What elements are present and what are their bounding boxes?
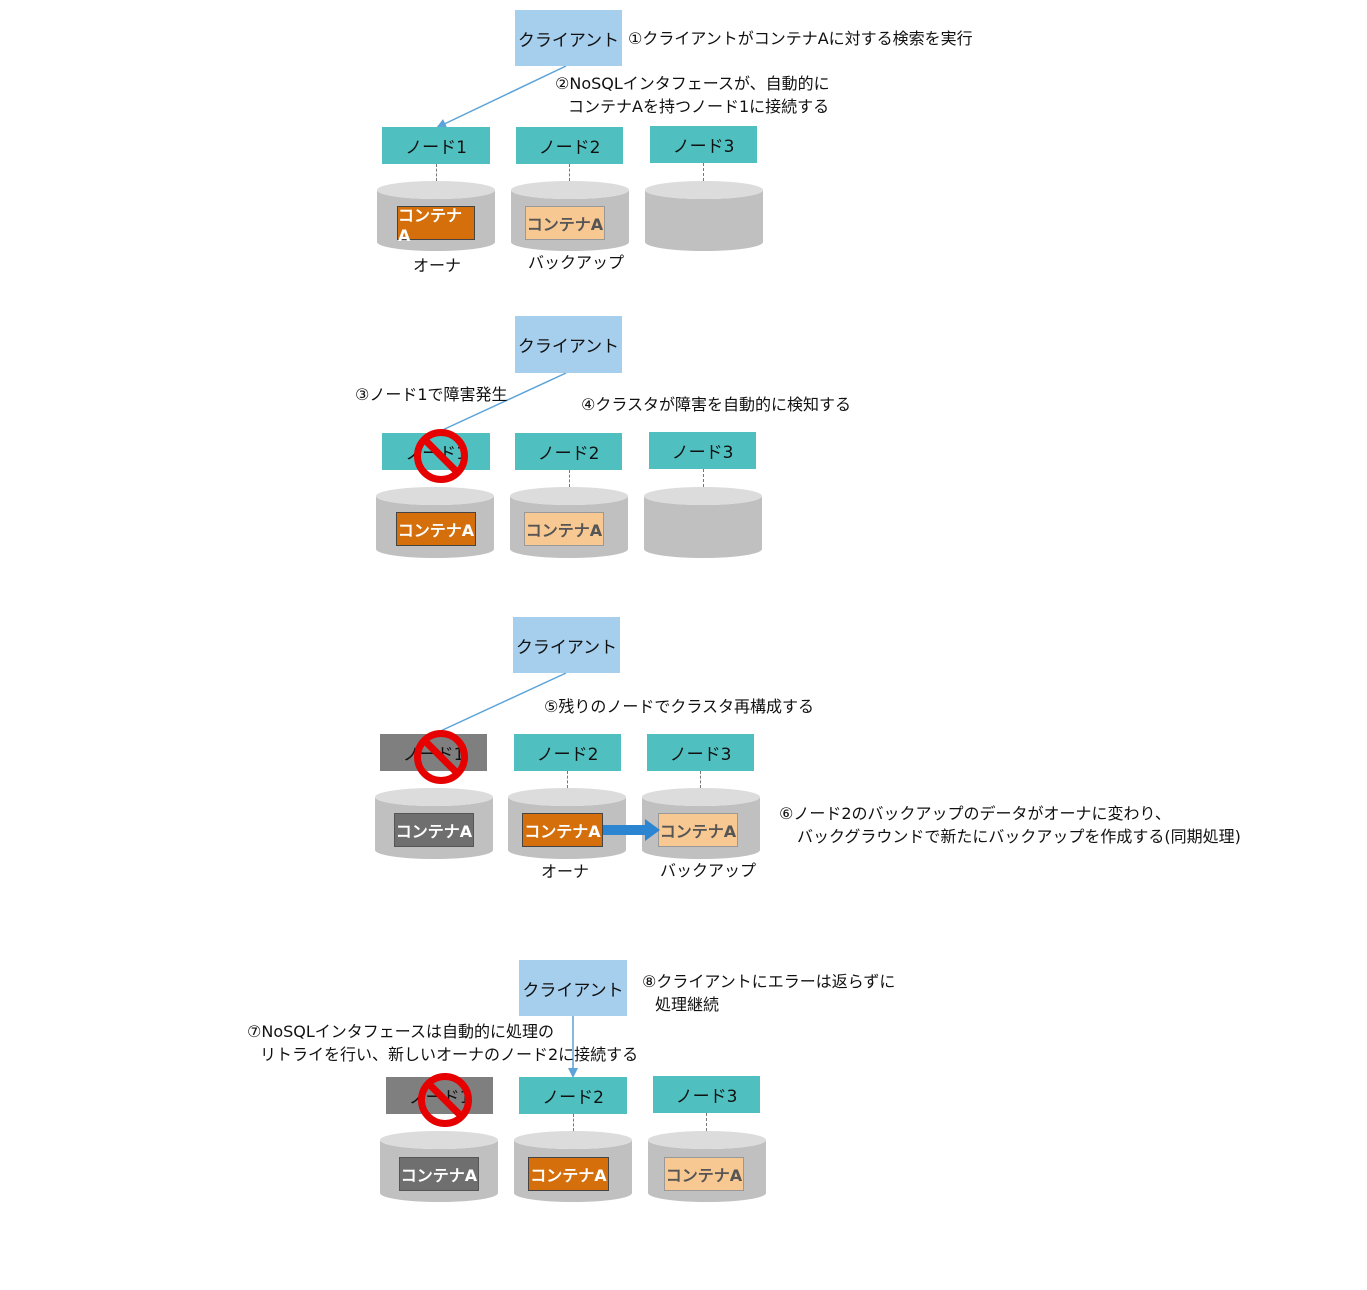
node-disk-link bbox=[703, 469, 704, 487]
container-a-backup: コンテナA bbox=[664, 1157, 744, 1191]
container-a-lost: コンテナA bbox=[399, 1157, 479, 1191]
client-box: クライアント bbox=[515, 10, 622, 66]
node-2: ノード2 bbox=[519, 1077, 627, 1114]
step-3-text: ③ノード1で障害発生 bbox=[355, 385, 508, 404]
node-3: ノード3 bbox=[647, 734, 754, 771]
step-4-text: ④クラスタが障害を自動的に検知する bbox=[581, 395, 852, 414]
step-6-text-line1: ⑥ノード2のバックアップのデータがオーナに変わり、 bbox=[779, 804, 1171, 823]
prohibited-sign-icon bbox=[418, 1073, 472, 1127]
container-a-owner: コンテナA bbox=[522, 813, 603, 847]
client-box: クライアント bbox=[513, 617, 620, 673]
node-disk-link bbox=[700, 771, 701, 788]
step-6-text-line2: バックグラウンドで新たにバックアップを作成する(同期処理) bbox=[797, 827, 1241, 846]
prohibited-sign-icon bbox=[414, 730, 468, 784]
step-8-text-line2: 処理継続 bbox=[655, 995, 720, 1014]
disk-node-3 bbox=[644, 487, 762, 558]
step-7-text-line2: リトライを行い、新しいオーナのノード2に接続する bbox=[260, 1045, 639, 1064]
backup-label: バックアップ bbox=[528, 253, 625, 272]
node-3: ノード3 bbox=[649, 432, 756, 469]
connection-line-1 bbox=[436, 65, 567, 129]
step-2-text-line1: ②NoSQLインタフェースが、自動的に bbox=[555, 74, 830, 93]
step-5-text: ⑤残りのノードでクラスタ再構成する bbox=[544, 697, 815, 716]
node-disk-link bbox=[436, 164, 437, 181]
node-1: ノード1 bbox=[382, 127, 490, 164]
node-3: ノード3 bbox=[653, 1076, 760, 1113]
node-2: ノード2 bbox=[514, 734, 621, 771]
owner-label: オーナ bbox=[413, 256, 462, 275]
owner-label: オーナ bbox=[541, 862, 590, 881]
container-a-backup: コンテナA bbox=[525, 206, 605, 240]
client-box: クライアント bbox=[519, 960, 627, 1016]
node-disk-link bbox=[569, 164, 570, 181]
disk-node-3 bbox=[645, 181, 763, 251]
container-a-backup: コンテナA bbox=[658, 813, 738, 847]
node-disk-link bbox=[569, 470, 570, 487]
arrow-right-icon bbox=[603, 819, 660, 841]
step-1-text: ①クライアントがコンテナAに対する検索を実行 bbox=[628, 29, 973, 48]
node-disk-link bbox=[567, 771, 568, 788]
node-disk-link bbox=[573, 1114, 574, 1131]
step-8-text-line1: ⑧クライアントにエラーは返らずに bbox=[642, 972, 896, 991]
backup-label: バックアップ bbox=[660, 861, 757, 880]
node-disk-link bbox=[703, 163, 704, 181]
container-a-owner: コンテナA bbox=[396, 512, 476, 546]
node-disk-link bbox=[706, 1113, 707, 1131]
prohibited-sign-icon bbox=[414, 429, 468, 483]
container-a-backup: コンテナA bbox=[524, 512, 604, 546]
step-7-text-line1: ⑦NoSQLインタフェースは自動的に処理の bbox=[247, 1022, 554, 1041]
node-3: ノード3 bbox=[650, 126, 757, 163]
container-a-lost: コンテナA bbox=[394, 813, 474, 847]
node-2: ノード2 bbox=[515, 433, 622, 470]
node-2: ノード2 bbox=[516, 127, 623, 164]
container-a-owner: コンテナA bbox=[528, 1157, 609, 1191]
step-2-text-line2: コンテナAを持つノード1に接続する bbox=[568, 97, 830, 116]
container-a-owner: コンテナA bbox=[397, 206, 475, 245]
client-box: クライアント bbox=[515, 316, 622, 373]
